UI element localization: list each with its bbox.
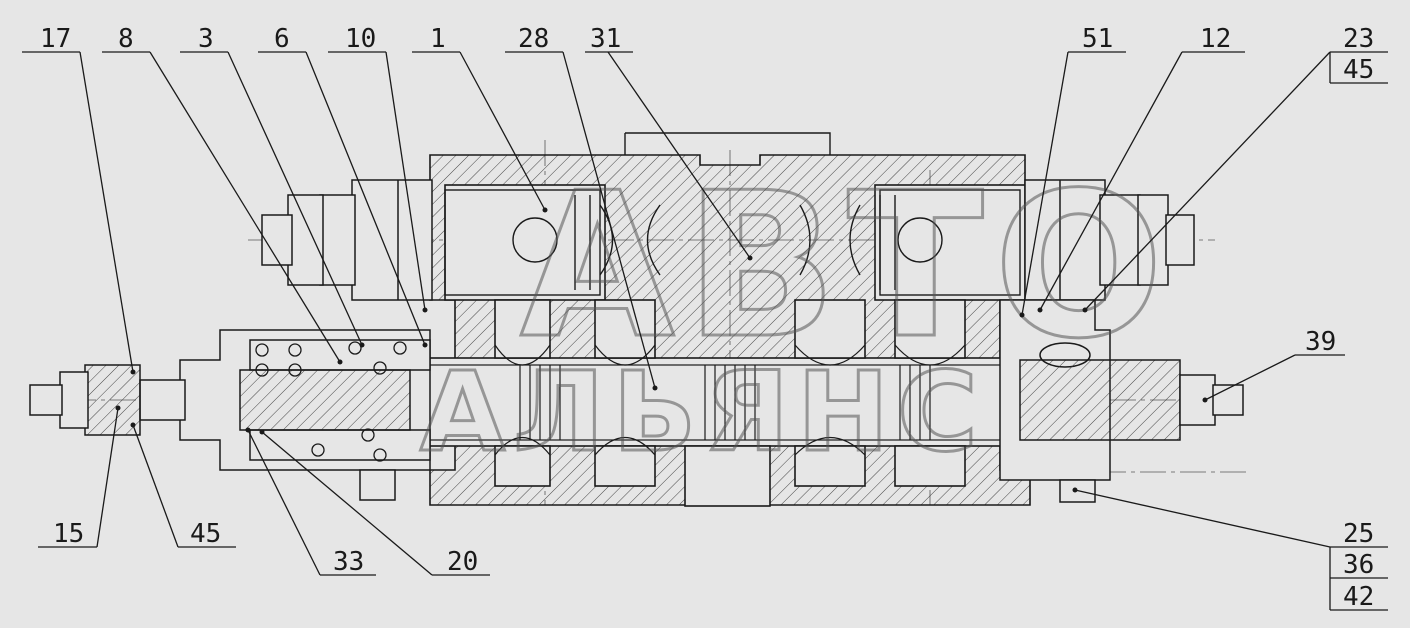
leader-lines — [22, 51, 1388, 611]
label-6: 6 — [274, 24, 290, 54]
label-42: 42 — [1343, 582, 1374, 612]
label-8: 8 — [118, 24, 134, 54]
callout-labels: 17 8 3 6 10 1 28 31 51 12 23 45 39 15 45… — [40, 24, 1374, 612]
label-15: 15 — [53, 519, 84, 549]
label-36: 36 — [1343, 550, 1374, 580]
label-20: 20 — [447, 547, 478, 577]
watermark-top: АВТО — [520, 150, 1174, 383]
label-28: 28 — [518, 24, 549, 54]
label-10: 10 — [345, 24, 376, 54]
label-3: 3 — [198, 24, 214, 54]
watermark-bottom: АЛЬЯНС — [420, 348, 986, 476]
label-39: 39 — [1305, 327, 1336, 357]
right-lower-housing — [999, 299, 1244, 503]
port-dots — [255, 341, 407, 462]
lower-spool — [414, 344, 1006, 456]
upper-spools — [444, 189, 1021, 296]
right-upper-cap — [1024, 179, 1195, 301]
label-45-bottom: 45 — [190, 519, 221, 549]
label-25: 25 — [1343, 519, 1374, 549]
left-upper-cap — [261, 179, 433, 301]
left-lower-housing — [29, 329, 431, 501]
label-33: 33 — [333, 547, 364, 577]
watermark: АВТО АЛЬЯНС — [419, 149, 1174, 478]
label-17: 17 — [40, 24, 71, 54]
label-45-top: 45 — [1343, 55, 1374, 85]
label-12: 12 — [1200, 24, 1231, 54]
upper-bracket-outline — [624, 132, 831, 155]
label-51: 51 — [1082, 24, 1113, 54]
label-23: 23 — [1343, 24, 1374, 54]
leader-dots — [115, 207, 1208, 493]
label-1: 1 — [430, 24, 446, 54]
label-31: 31 — [590, 24, 621, 54]
